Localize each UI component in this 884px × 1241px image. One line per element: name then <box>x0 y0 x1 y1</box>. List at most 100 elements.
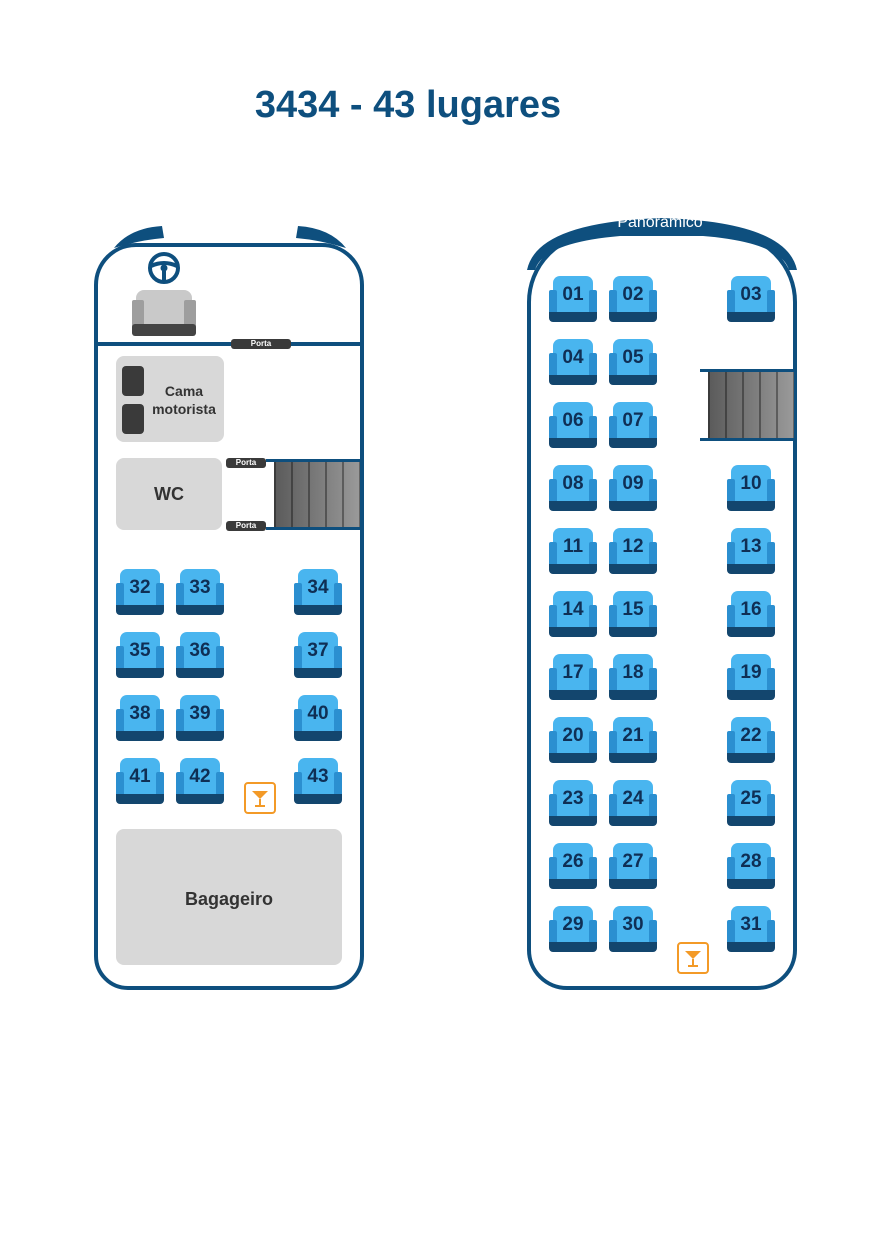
seat-29[interactable]: 29 <box>549 906 597 952</box>
seat-armrest <box>549 605 557 631</box>
seat-26[interactable]: 26 <box>549 843 597 889</box>
seat-armrest <box>589 920 597 946</box>
luggage-compartment: Bagageiro <box>116 829 342 965</box>
seat-22[interactable]: 22 <box>727 717 775 763</box>
seat-back <box>731 717 771 753</box>
seat-17[interactable]: 17 <box>549 654 597 700</box>
seat-01[interactable]: 01 <box>549 276 597 322</box>
seat-back <box>731 465 771 501</box>
seat-armrest <box>156 709 164 735</box>
seat-24[interactable]: 24 <box>609 780 657 826</box>
driver-sleeper: Cama motorista <box>116 356 224 442</box>
seat-32[interactable]: 32 <box>116 569 164 615</box>
seat-back <box>613 591 653 627</box>
seat-34[interactable]: 34 <box>294 569 342 615</box>
seat-25[interactable]: 25 <box>727 780 775 826</box>
seat-21[interactable]: 21 <box>609 717 657 763</box>
sleeper-bed-bottom <box>122 404 144 434</box>
seat-number: 40 <box>307 703 329 724</box>
seat-03[interactable]: 03 <box>727 276 775 322</box>
seat-number: 31 <box>740 914 762 935</box>
seat-armrest <box>549 794 557 820</box>
seat-cushion <box>549 627 597 637</box>
seat-armrest <box>727 668 735 694</box>
seat-27[interactable]: 27 <box>609 843 657 889</box>
seat-cushion <box>294 731 342 741</box>
seat-04[interactable]: 04 <box>549 339 597 385</box>
seat-back <box>553 276 593 312</box>
seat-02[interactable]: 02 <box>609 276 657 322</box>
seat-number: 38 <box>129 703 151 724</box>
seat-armrest <box>294 709 302 735</box>
seat-12[interactable]: 12 <box>609 528 657 574</box>
seat-15[interactable]: 15 <box>609 591 657 637</box>
seat-armrest <box>216 772 224 798</box>
seat-43[interactable]: 43 <box>294 758 342 804</box>
seat-30[interactable]: 30 <box>609 906 657 952</box>
seat-05[interactable]: 05 <box>609 339 657 385</box>
driver-cabin-divider <box>96 342 362 346</box>
seat-09[interactable]: 09 <box>609 465 657 511</box>
lower-bar-icon <box>244 782 276 814</box>
seat-armrest <box>589 605 597 631</box>
seat-armrest <box>116 772 124 798</box>
seat-back <box>731 276 771 312</box>
seat-number: 34 <box>307 577 329 598</box>
seat-41[interactable]: 41 <box>116 758 164 804</box>
seat-armrest <box>727 479 735 505</box>
seat-18[interactable]: 18 <box>609 654 657 700</box>
seat-42[interactable]: 42 <box>176 758 224 804</box>
seat-cushion <box>609 375 657 385</box>
seat-armrest <box>334 772 342 798</box>
seat-08[interactable]: 08 <box>549 465 597 511</box>
seat-11[interactable]: 11 <box>549 528 597 574</box>
wc-label: WC <box>154 484 184 504</box>
seat-cushion <box>727 879 775 889</box>
seat-armrest <box>549 290 557 316</box>
seat-armrest <box>727 794 735 820</box>
seat-back <box>298 632 338 668</box>
seat-armrest <box>589 794 597 820</box>
seat-number: 03 <box>740 284 762 305</box>
seat-28[interactable]: 28 <box>727 843 775 889</box>
seat-armrest <box>649 542 657 568</box>
seat-20[interactable]: 20 <box>549 717 597 763</box>
seat-armrest <box>334 646 342 672</box>
seat-cushion <box>609 438 657 448</box>
seat-40[interactable]: 40 <box>294 695 342 741</box>
seat-armrest <box>649 479 657 505</box>
seat-23[interactable]: 23 <box>549 780 597 826</box>
seat-armrest <box>767 605 775 631</box>
seat-cushion <box>609 942 657 952</box>
seat-19[interactable]: 19 <box>727 654 775 700</box>
seat-13[interactable]: 13 <box>727 528 775 574</box>
luggage-label: Bagageiro <box>184 889 274 909</box>
seat-back <box>553 843 593 879</box>
seat-cushion <box>549 816 597 826</box>
seat-armrest <box>549 353 557 379</box>
seat-number: 24 <box>622 788 644 809</box>
seat-back <box>553 654 593 690</box>
seat-number: 35 <box>129 640 151 661</box>
seat-cushion <box>549 942 597 952</box>
seat-36[interactable]: 36 <box>176 632 224 678</box>
seat-armrest <box>589 416 597 442</box>
seat-back <box>613 465 653 501</box>
seat-10[interactable]: 10 <box>727 465 775 511</box>
seat-number: 10 <box>740 473 762 494</box>
seat-back <box>120 569 160 605</box>
seat-35[interactable]: 35 <box>116 632 164 678</box>
seat-back <box>613 654 653 690</box>
seat-31[interactable]: 31 <box>727 906 775 952</box>
seat-14[interactable]: 14 <box>549 591 597 637</box>
seat-06[interactable]: 06 <box>549 402 597 448</box>
seat-back <box>553 906 593 942</box>
seat-37[interactable]: 37 <box>294 632 342 678</box>
seat-16[interactable]: 16 <box>727 591 775 637</box>
seat-33[interactable]: 33 <box>176 569 224 615</box>
seat-cushion <box>549 564 597 574</box>
seat-39[interactable]: 39 <box>176 695 224 741</box>
seat-38[interactable]: 38 <box>116 695 164 741</box>
seat-07[interactable]: 07 <box>609 402 657 448</box>
steering-wheel-icon <box>148 252 180 284</box>
